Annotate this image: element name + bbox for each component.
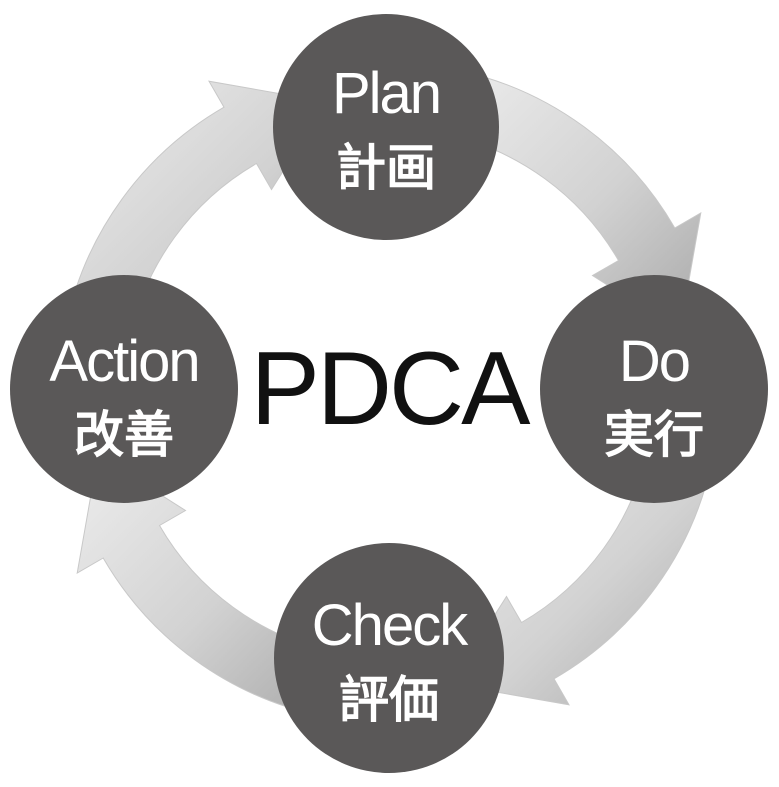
node-do-label-en: Do	[619, 329, 689, 394]
node-action-label-en: Action	[49, 329, 198, 394]
node-plan-circle	[273, 14, 499, 240]
node-action-circle	[10, 275, 238, 503]
node-do: Do 実行	[540, 275, 768, 503]
node-do-label-ja: 実行	[604, 406, 704, 464]
arrow-do-to-check	[450, 447, 713, 706]
node-plan-label-ja: 計画	[336, 139, 436, 197]
node-check: Check 評価	[274, 543, 504, 773]
node-check-label-en: Check	[312, 593, 469, 658]
node-action-label-ja: 改善	[74, 406, 174, 464]
node-plan: Plan 計画	[273, 14, 499, 240]
arrow-action-to-plan	[65, 80, 328, 339]
node-action: Action 改善	[10, 275, 238, 503]
node-do-circle	[540, 275, 768, 503]
node-check-circle	[274, 543, 504, 773]
arrow-plan-to-do	[443, 69, 702, 332]
center-title: PDCA	[251, 331, 532, 447]
node-plan-label-en: Plan	[332, 61, 440, 126]
node-check-label-ja: 評価	[339, 671, 439, 729]
arrow-check-to-action	[76, 454, 335, 717]
cycle-arrows	[65, 69, 713, 717]
